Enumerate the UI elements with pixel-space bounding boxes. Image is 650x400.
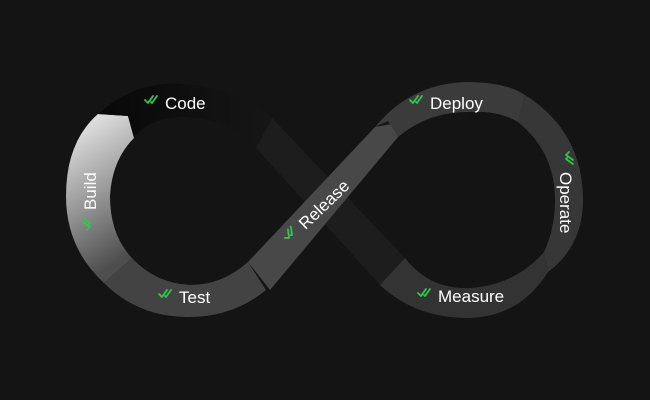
stage-label-build: Build: [81, 172, 100, 210]
stage-label-code: Code: [165, 94, 206, 113]
stage-label-test: Test: [179, 288, 210, 307]
stage-measure: Measure: [417, 287, 504, 306]
double-check-icon: [284, 225, 293, 239]
double-check-icon: [158, 289, 172, 298]
segment-deploy: [375, 82, 525, 137]
segment-test: [104, 258, 266, 318]
stage-build: Build: [81, 172, 100, 231]
double-check-icon: [565, 151, 574, 165]
double-check-icon: [417, 288, 431, 297]
stage-label-measure: Measure: [438, 287, 504, 306]
stage-operate: Operate: [556, 151, 575, 233]
double-check-icon: [144, 95, 158, 104]
double-check-icon: [82, 217, 91, 231]
segment-release: [248, 121, 408, 290]
segment-operate: [518, 95, 583, 272]
segment-measure: [380, 252, 548, 318]
stage-deploy: Deploy: [409, 94, 483, 113]
segment-build: [66, 114, 134, 283]
stage-label-operate: Operate: [556, 172, 575, 233]
stage-code: Code: [144, 94, 206, 113]
stage-label-deploy: Deploy: [430, 94, 483, 113]
double-check-icon: [409, 95, 423, 104]
stage-test: Test: [158, 288, 210, 307]
segment-code: [98, 83, 272, 148]
